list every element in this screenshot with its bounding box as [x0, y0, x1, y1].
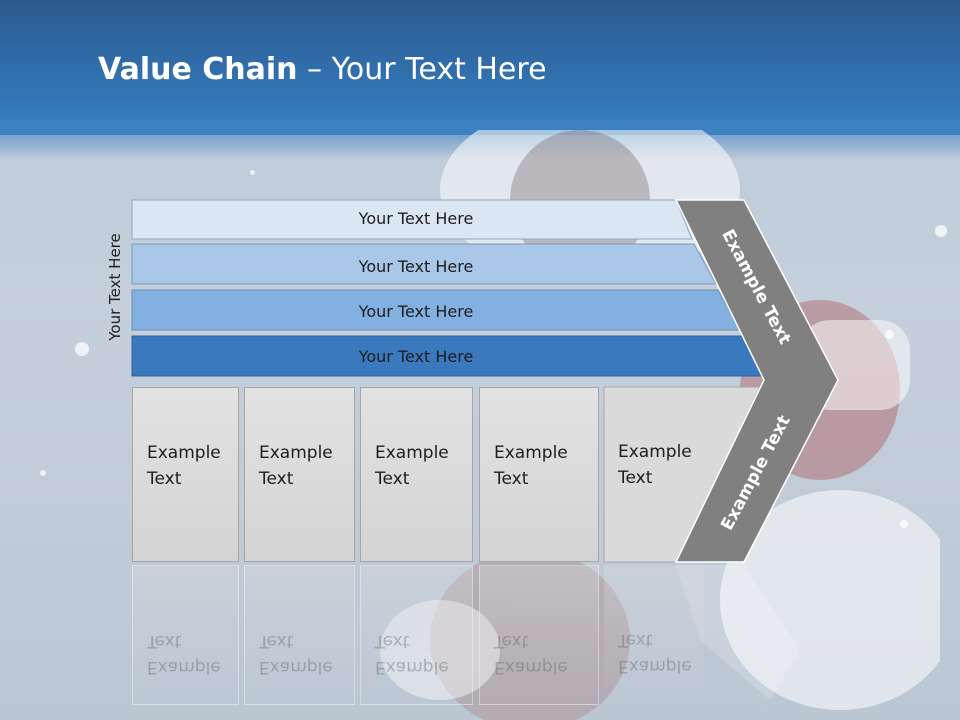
chain-row-2: [131, 243, 717, 285]
activity-box-4: Example Text: [479, 387, 599, 562]
box-4-reflection: Example Text: [479, 565, 599, 705]
snow-dot: [935, 225, 947, 237]
row-3-label: Your Text Here: [358, 302, 474, 321]
row-1-label: Your Text Here: [358, 209, 474, 228]
box-1-reflection: Example Text: [132, 565, 239, 705]
page-title: Value Chain – Your Text Here: [98, 52, 547, 87]
snow-dot: [900, 520, 908, 528]
box-3-reflection: Example Text: [360, 565, 473, 705]
snow-dot: [75, 342, 89, 356]
snow-dot: [40, 470, 46, 476]
box-5-reflection: Example Text: [604, 565, 704, 705]
header-bar: [0, 0, 960, 135]
row-4-label: Your Text Here: [358, 347, 474, 366]
activity-box-5-label: Example Text: [618, 442, 692, 488]
activity-box-3-label: Example Text: [375, 443, 449, 489]
activity-box-2: Example Text: [244, 387, 355, 562]
chevron-arrow: [674, 199, 839, 563]
snow-dot: [250, 170, 255, 175]
activity-box-4-label: Example Text: [494, 443, 568, 489]
box-2-reflection: Example Text: [244, 565, 355, 705]
chain-row-1: [131, 199, 693, 240]
snow-dot: [885, 330, 894, 339]
activity-box-5: Example Text: [604, 387, 724, 562]
chevron-reflection: [676, 565, 800, 700]
activity-box-1: Example Text: [132, 387, 239, 562]
activity-box-1-label: Example Text: [147, 443, 221, 489]
activity-box-3: Example Text: [360, 387, 473, 562]
row-2-label: Your Text Here: [358, 257, 474, 276]
activity-box-2-label: Example Text: [259, 443, 333, 489]
